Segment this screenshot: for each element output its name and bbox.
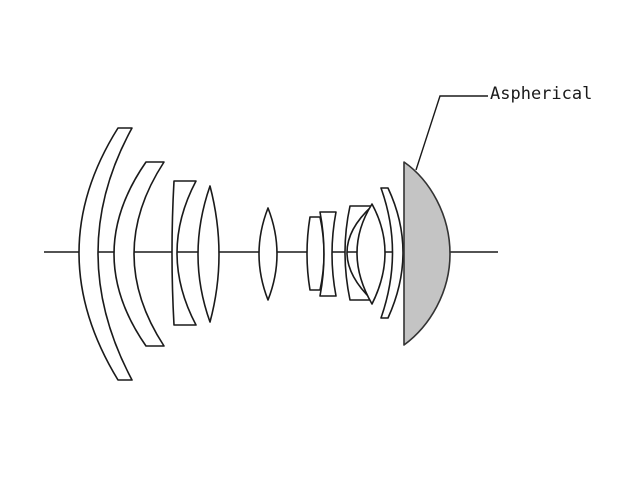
aspherical-lens-element	[403, 161, 451, 346]
lens-element-2	[113, 161, 165, 347]
lens-element-9	[356, 203, 386, 305]
lens-element-1	[78, 127, 133, 381]
lens-element-5	[258, 207, 278, 301]
lens-element-3	[171, 180, 197, 326]
lens-element-4	[197, 185, 220, 323]
aspherical-leader-line	[415, 95, 488, 171]
lens-element-7	[319, 211, 337, 297]
aspherical-label: Aspherical	[490, 84, 593, 104]
lens-element-6	[306, 216, 325, 291]
lens-element-10	[380, 187, 404, 319]
